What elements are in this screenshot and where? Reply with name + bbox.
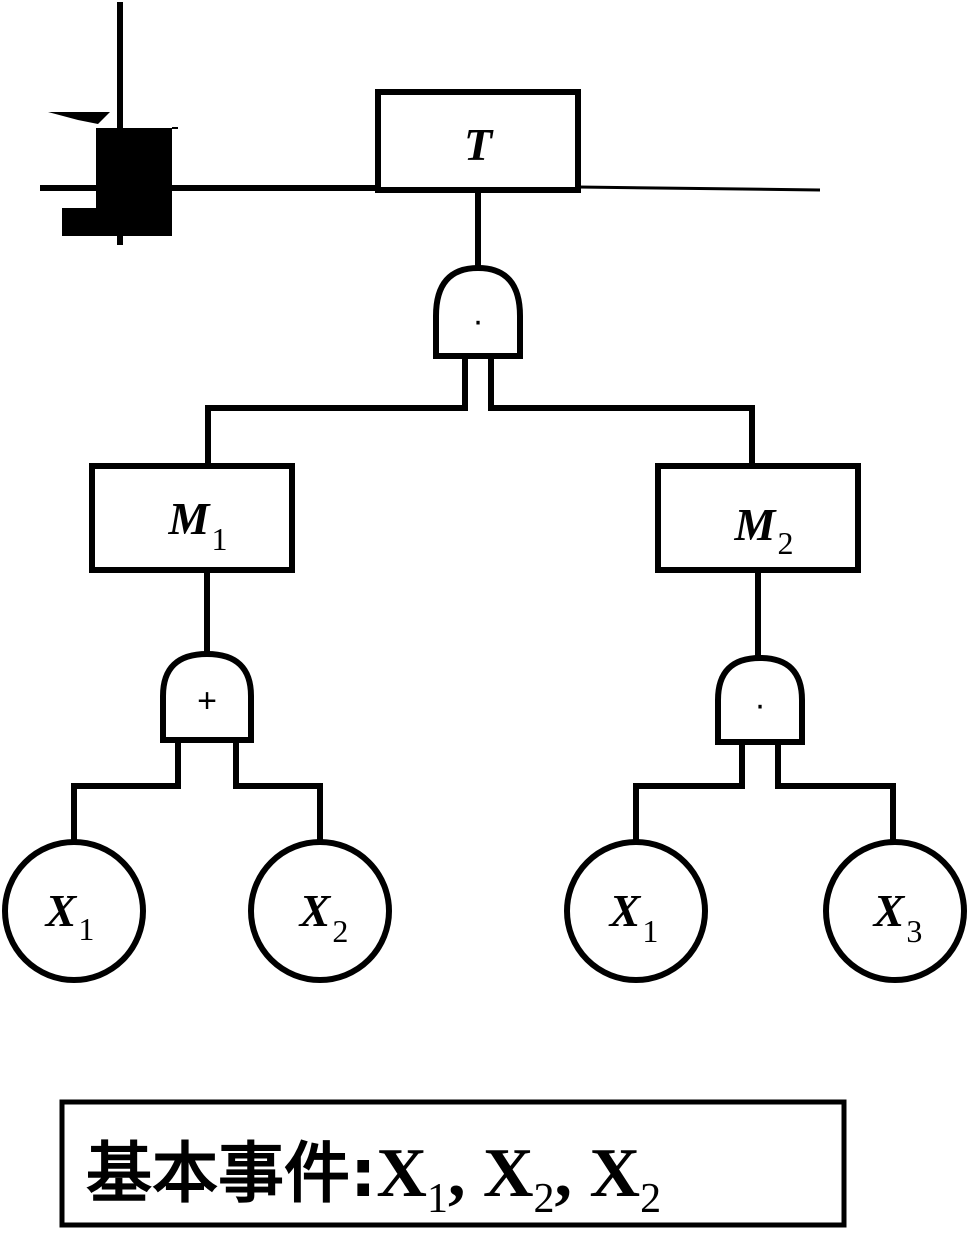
svg-text:X1: X1 — [608, 885, 659, 949]
svg-text:基本事件:X1, X2, X2: 基本事件:X1, X2, X2 — [86, 1135, 661, 1222]
or-gate-m1: + — [160, 650, 254, 743]
legend-prefix: 基本事件: — [86, 1135, 376, 1212]
basic-event-subscript: 1 — [78, 911, 94, 947]
basic-event-subscript: 1 — [642, 913, 658, 949]
basic-event-x2: X2 — [248, 839, 392, 983]
m2-letter: M — [734, 499, 778, 550]
connectors — [71, 190, 896, 842]
basic-event-letter: X — [608, 885, 642, 936]
basic-event-x1-left: X1 — [2, 839, 146, 983]
basic-event-x1-right: X1 — [564, 839, 708, 983]
intermediate-event-m2: M2 — [655, 463, 861, 573]
top-event-box: T — [375, 89, 581, 193]
svg-text:X2: X2 — [298, 885, 349, 949]
basic-event-subscript: 3 — [906, 913, 922, 949]
basic-event-letter: X — [872, 885, 906, 936]
top-event-label: T — [464, 119, 494, 170]
svg-text:M2: M2 — [734, 499, 794, 561]
and-gate-top-symbol: · — [472, 302, 483, 340]
legend-item-3-sub: 2 — [640, 1176, 661, 1222]
basic-event-letter: X — [298, 885, 332, 936]
m1-subscript: 1 — [211, 521, 227, 557]
svg-text:X1: X1 — [44, 885, 95, 947]
scan-artifact-line — [577, 185, 821, 192]
legend-item-2-sep: , — [555, 1135, 590, 1212]
basic-event-letter: X — [44, 885, 78, 936]
legend-item-1-letter: X — [376, 1135, 427, 1212]
m2-subscript: 2 — [777, 525, 793, 561]
basic-event-subscript: 2 — [332, 913, 348, 949]
m1-letter: M — [168, 493, 212, 544]
and-gate-m2: · — [715, 654, 805, 745]
intermediate-event-m1: M1 — [89, 463, 295, 573]
legend-item-2-letter: X — [483, 1135, 534, 1212]
basic-event-x3: X3 — [823, 839, 967, 983]
and-gate-top: · — [433, 264, 523, 359]
svg-text:X3: X3 — [872, 885, 923, 949]
or-gate-m1-symbol: + — [197, 682, 217, 720]
and-gate-m2-symbol: · — [754, 686, 765, 724]
legend-item-1-sep: , — [448, 1135, 483, 1212]
legend-item-3-letter: X — [590, 1135, 641, 1212]
legend-item-1-sub: 1 — [427, 1176, 448, 1222]
legend-item-2-sub: 2 — [534, 1176, 555, 1222]
legend-box: 基本事件:X1, X2, X2 — [59, 1099, 847, 1228]
svg-text:M1: M1 — [168, 493, 228, 557]
scan-artifact — [40, 2, 378, 245]
